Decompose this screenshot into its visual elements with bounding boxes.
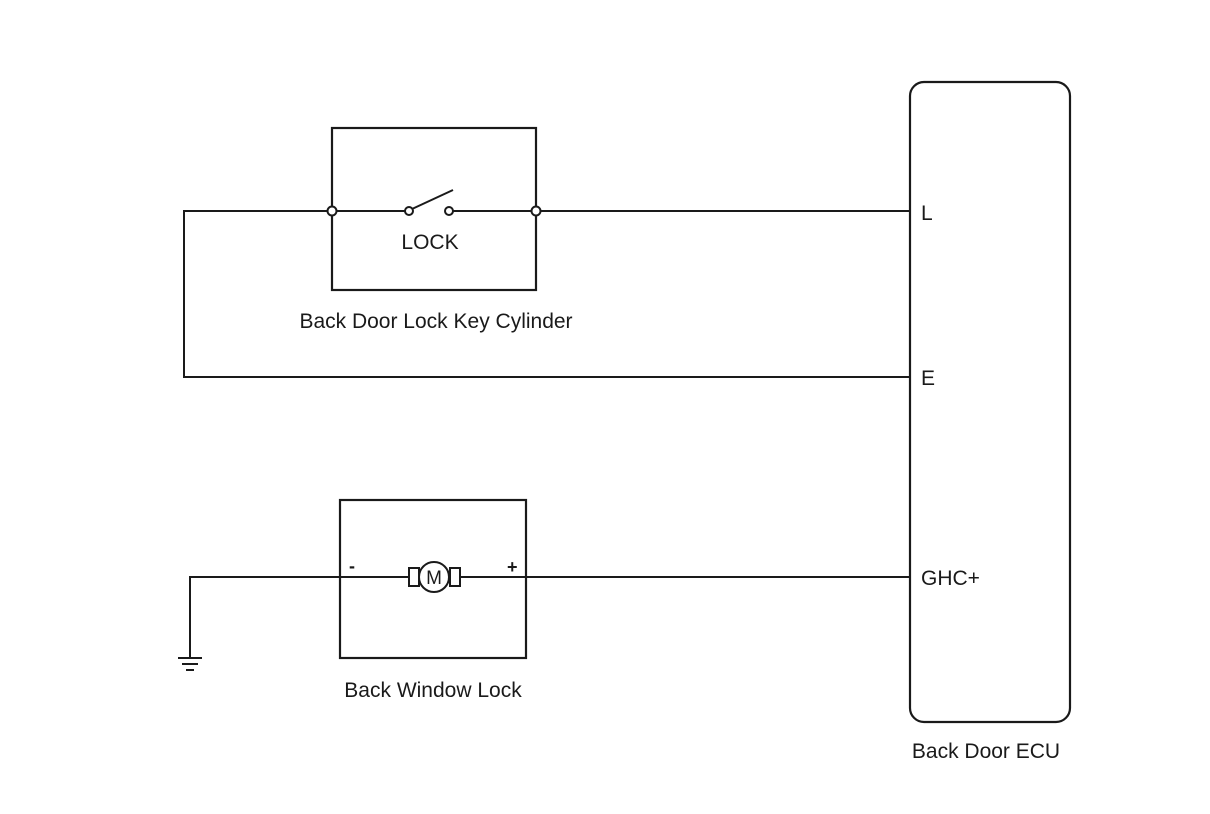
wire-to-ground bbox=[189, 576, 409, 657]
key-cylinder-box bbox=[330, 126, 538, 292]
terminal-left bbox=[326, 205, 338, 217]
ecu-label: Back Door ECU bbox=[912, 740, 1060, 763]
ecu-box bbox=[908, 80, 1072, 724]
terminal-right bbox=[530, 205, 542, 217]
minus-sign: - bbox=[349, 556, 355, 576]
wire-to-pin-e bbox=[183, 210, 910, 378]
plus-sign: + bbox=[507, 557, 518, 577]
key-cylinder: Back Door Lock Key Cylinder LOCK bbox=[299, 126, 573, 333]
back-window-lock: Back Window Lock - + M bbox=[338, 498, 528, 702]
ecu-pin-e: E bbox=[921, 367, 935, 390]
back-door-ecu: Back Door ECU L E GHC+ bbox=[908, 80, 1072, 763]
switch-icon bbox=[404, 189, 454, 216]
motor-icon: M bbox=[408, 561, 461, 593]
window-lock-label: Back Window Lock bbox=[344, 679, 522, 702]
ecu-pin-l: L bbox=[921, 202, 933, 225]
motor-symbol: M bbox=[426, 568, 442, 589]
window-lock-box bbox=[338, 498, 528, 660]
ground-icon bbox=[178, 657, 202, 671]
ecu-pin-ghc: GHC+ bbox=[921, 567, 980, 590]
lock-label: LOCK bbox=[401, 231, 458, 254]
key-cylinder-label: Back Door Lock Key Cylinder bbox=[299, 310, 572, 333]
